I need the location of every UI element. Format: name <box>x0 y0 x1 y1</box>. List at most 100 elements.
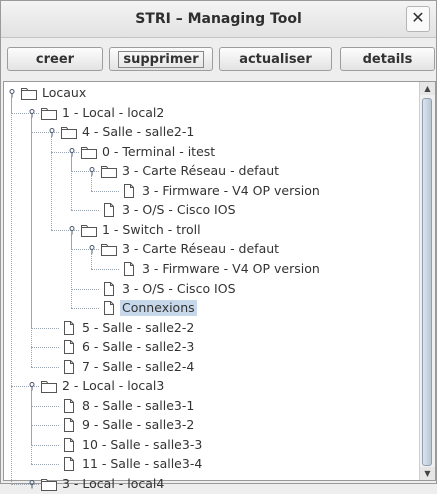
folder-icon <box>81 223 97 237</box>
scroll-down-icon[interactable]: ▼ <box>420 467 435 480</box>
tree-folder-node[interactable]: 3 - Carte Réseau - defaut <box>101 240 281 258</box>
tree-node-label: 3 - O/S - Cisco IOS <box>122 202 236 218</box>
tree-file-node[interactable]: 10 - Salle - salle3-3 <box>61 436 204 454</box>
tree-file-node[interactable]: 3 - O/S - Cisco IOS <box>101 201 238 219</box>
tree-node-label: 0 - Terminal - itest <box>102 143 216 159</box>
folder-icon <box>41 477 57 491</box>
tree-file-node[interactable]: 9 - Salle - salle3-2 <box>61 416 196 434</box>
tree-file-node[interactable]: 7 - Salle - salle2-4 <box>61 358 196 376</box>
tree-folder-node[interactable]: 0 - Terminal - itest <box>81 143 217 161</box>
tree-node-label: 5 - Salle - salle2-2 <box>82 319 195 335</box>
tree-connector <box>31 366 59 368</box>
scroll-up-icon[interactable]: ▲ <box>420 82 435 95</box>
tree-connector <box>51 136 52 230</box>
file-icon <box>61 457 77 472</box>
vertical-scrollbar[interactable]: ▲ ▼ <box>419 82 435 480</box>
title-bar[interactable]: STRI – Managing Tool ✕ <box>1 1 436 38</box>
tree-connector <box>51 151 79 153</box>
file-icon <box>61 340 77 355</box>
file-icon <box>61 320 77 335</box>
tree-file-node[interactable]: 8 - Salle - salle3-1 <box>61 397 196 415</box>
scrollbar-thumb[interactable] <box>422 98 432 466</box>
tree-connector <box>11 112 39 114</box>
tree-connector <box>11 386 39 388</box>
tree-node-label: 3 - Firmware - V4 OP version <box>142 182 320 198</box>
tree-connector <box>71 233 72 309</box>
expand-toggle-icon[interactable] <box>8 89 15 98</box>
actualiser-button-label: actualiser <box>239 51 312 67</box>
expand-toggle-icon[interactable] <box>68 225 75 235</box>
folder-icon <box>81 145 97 159</box>
tree-folder-node[interactable]: 3 - Carte Réseau - defaut <box>101 162 281 180</box>
tree-node-label: 10 - Salle - salle3-3 <box>82 436 203 452</box>
file-icon <box>101 301 117 316</box>
details-button-label: details <box>362 51 413 67</box>
tree-file-node[interactable]: 6 - Salle - salle2-3 <box>61 338 196 356</box>
tree-file-node[interactable]: 3 - Firmware - V4 OP version <box>121 260 322 278</box>
tree-node-label: 1 - Switch - troll <box>102 221 201 237</box>
tree-connector <box>71 171 99 173</box>
folder-icon <box>41 379 57 394</box>
window-title: STRI – Managing Tool <box>135 11 302 27</box>
tree-connector <box>71 210 99 212</box>
tree-node-label: 11 - Salle - salle3-4 <box>82 456 203 472</box>
expand-toggle-icon[interactable] <box>28 382 35 391</box>
close-icon: ✕ <box>411 8 425 27</box>
tree-folder-node[interactable]: Locaux <box>21 84 88 102</box>
tree-node-label: 8 - Salle - salle3-1 <box>82 397 195 413</box>
file-icon <box>61 418 77 433</box>
expand-toggle-icon[interactable] <box>28 108 35 118</box>
expand-toggle-icon[interactable] <box>88 245 95 254</box>
supprimer-button-label: supprimer <box>118 50 204 68</box>
file-icon <box>121 183 137 198</box>
tree-node-label: 3 - Firmware - V4 OP version <box>142 260 320 276</box>
tree-folder-node[interactable]: 4 - Salle - salle2-1 <box>61 123 196 141</box>
tree-connector <box>11 97 12 484</box>
file-icon <box>61 359 77 374</box>
tree-connector <box>31 390 32 465</box>
details-button[interactable]: details <box>340 47 435 71</box>
actualiser-button[interactable]: actualiser <box>219 47 332 71</box>
file-icon <box>101 281 117 296</box>
tree-file-node[interactable]: Connexions <box>101 299 197 317</box>
tree-connector <box>71 288 99 290</box>
tree-connector <box>31 425 59 427</box>
expand-toggle-icon[interactable] <box>48 128 55 137</box>
tree-connector <box>91 175 92 191</box>
folder-icon <box>21 86 37 100</box>
tree-folder-node[interactable]: 1 - Local - local2 <box>41 104 166 122</box>
expand-toggle-icon[interactable] <box>88 167 95 176</box>
tree-connector <box>31 132 59 134</box>
folder-icon <box>61 125 77 140</box>
tree-connector <box>71 249 99 251</box>
tree-node-label: 3 - Carte Réseau - defaut <box>122 163 280 179</box>
tree-node-label: 7 - Salle - salle2-4 <box>82 358 195 374</box>
file-icon <box>121 261 137 276</box>
toolbar: creer supprimer actualiser details <box>1 45 436 75</box>
creer-button[interactable]: creer <box>7 47 103 71</box>
tree-folder-node[interactable]: 1 - Switch - troll <box>81 221 203 239</box>
tree-connector <box>91 268 119 270</box>
tree-file-node[interactable]: 11 - Salle - salle3-4 <box>61 455 204 473</box>
supprimer-button[interactable]: supprimer <box>109 47 213 71</box>
tree-file-node[interactable]: 3 - Firmware - V4 OP version <box>121 182 322 200</box>
tree-node-label: 3 - Local - local4 <box>62 476 165 491</box>
close-button[interactable]: ✕ <box>406 6 430 32</box>
folder-icon <box>101 242 117 257</box>
tree-connector <box>31 444 59 446</box>
tree-node-label: 3 - Carte Réseau - defaut <box>122 241 280 257</box>
tree-node-label: Locaux <box>42 85 87 100</box>
file-icon <box>101 203 117 218</box>
tree-node-label: 9 - Salle - salle3-2 <box>82 417 195 433</box>
tree-folder-node[interactable]: 3 - Local - local4 <box>41 475 166 493</box>
tree-connector <box>51 229 79 231</box>
tree-file-node[interactable]: 3 - O/S - Cisco IOS <box>101 280 238 298</box>
file-icon <box>61 398 77 413</box>
expand-toggle-icon[interactable] <box>68 147 75 157</box>
expand-toggle-icon[interactable] <box>28 480 35 489</box>
tree-folder-node[interactable]: 2 - Local - local3 <box>41 377 166 395</box>
tree-connector <box>91 253 92 269</box>
tree-file-node[interactable]: 5 - Salle - salle2-2 <box>61 319 196 337</box>
